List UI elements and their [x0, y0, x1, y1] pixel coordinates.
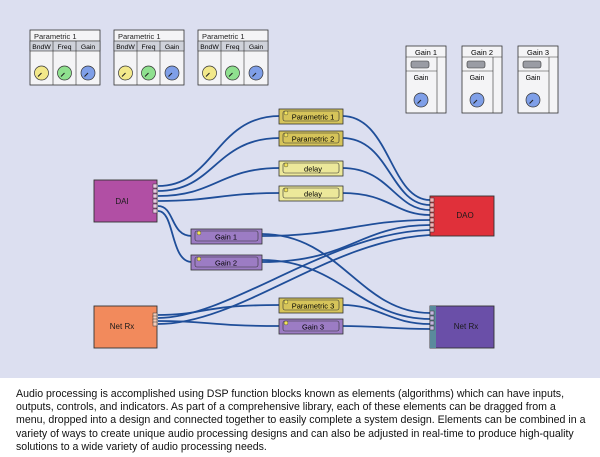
gain-1-element[interactable]: Gain 1 [190, 228, 263, 245]
control-label: Gain [81, 44, 96, 51]
indicator-icon [283, 187, 289, 193]
green-knob-icon[interactable] [225, 65, 240, 81]
green-knob-icon[interactable] [57, 65, 72, 81]
output-pins [152, 312, 158, 327]
wire [261, 259, 431, 320]
control-label: BndW [200, 44, 219, 51]
indicator-icon [283, 132, 289, 138]
parametric-panel[interactable]: Parametric 1 BndW Freq Gain [197, 29, 269, 86]
parametric-2-element[interactable]: Parametric 2 [278, 130, 344, 147]
parametric-panel-title: Parametric 1 [202, 32, 245, 41]
control-label: Freq [226, 44, 240, 51]
wire [157, 234, 431, 325]
parametric-1-element[interactable]: Parametric 1 [278, 108, 344, 125]
design-canvas[interactable]: Parametric 1 BndW Freq Gain Parametric 1… [0, 0, 600, 378]
blue-knob-icon[interactable] [248, 65, 264, 81]
net-rx-output-block[interactable]: Net Rx [429, 305, 495, 349]
yellow-knob-icon[interactable] [34, 65, 49, 81]
wire [341, 115, 431, 201]
mute-button[interactable] [522, 60, 542, 69]
parametric-panel-title: Parametric 1 [34, 32, 77, 41]
delay-2-element[interactable]: delay [278, 185, 344, 202]
gain-panel[interactable]: Gain 1 Gain [405, 45, 447, 114]
gain-panel[interactable]: Gain 3 Gain [517, 45, 559, 114]
blue-knob-icon[interactable] [469, 92, 485, 108]
indicator-icon [283, 110, 289, 116]
control-label: Freq [142, 44, 156, 51]
parametric-panel-title: Parametric 1 [118, 32, 161, 41]
wire [261, 233, 431, 314]
element-label: delay [304, 165, 322, 174]
gain-panel-title: Gain 1 [415, 48, 437, 57]
blue-knob-icon[interactable] [80, 65, 96, 81]
wire [157, 137, 281, 192]
element-label: Gain 3 [302, 323, 324, 332]
control-label: BndW [116, 44, 135, 51]
mute-button[interactable] [410, 60, 430, 69]
wire [157, 205, 193, 237]
dai-label: DAI [115, 197, 128, 206]
wire [157, 229, 431, 319]
element-label: Parametric 1 [292, 113, 335, 122]
wire [261, 219, 431, 237]
green-knob-icon[interactable] [141, 65, 156, 81]
signal-wires [157, 115, 431, 330]
indicator-icon [283, 299, 289, 305]
wire [157, 192, 281, 202]
wire [341, 304, 431, 325]
description-caption: Audio processing is accomplished using D… [16, 388, 586, 453]
element-label: Gain 2 [215, 259, 237, 268]
dao-block[interactable]: DAO [429, 195, 495, 237]
gain-panel-title: Gain 2 [471, 48, 493, 57]
parametric-panel[interactable]: Parametric 1 BndW Freq Gain [29, 29, 101, 86]
gain-label: Gain [526, 75, 541, 82]
input-pins [429, 197, 435, 233]
output-pins [152, 183, 158, 214]
input-pins [429, 310, 435, 331]
wire [157, 320, 281, 327]
mute-button[interactable] [466, 60, 486, 69]
control-label: Freq [58, 44, 72, 51]
gain-panel-title: Gain 3 [527, 48, 549, 57]
net-rx-input-label: Net Rx [110, 322, 134, 331]
control-label: BndW [32, 44, 51, 51]
indicator-icon [283, 162, 289, 168]
wire [157, 304, 281, 316]
wire [341, 325, 431, 330]
element-label: delay [304, 190, 322, 199]
gain-label: Gain [470, 75, 485, 82]
element-label: Parametric 3 [292, 302, 335, 311]
element-label: Gain 1 [215, 233, 237, 242]
delay-1-element[interactable]: delay [278, 160, 344, 177]
yellow-knob-icon[interactable] [118, 65, 133, 81]
indicator-icon [196, 230, 202, 236]
wire [261, 224, 431, 263]
gain-2-element[interactable]: Gain 2 [190, 254, 263, 271]
dao-label: DAO [456, 211, 473, 220]
net-rx-input-block[interactable]: Net Rx [93, 305, 158, 349]
dai-block[interactable]: DAI [93, 179, 158, 223]
element-label: Parametric 2 [292, 135, 335, 144]
wire [341, 137, 431, 206]
gain-panel[interactable]: Gain 2 Gain [461, 45, 503, 114]
gain-label: Gain [414, 75, 429, 82]
blue-knob-icon[interactable] [525, 92, 541, 108]
indicator-icon [196, 256, 202, 262]
wire [341, 167, 431, 211]
control-label: Gain [249, 44, 264, 51]
blue-knob-icon[interactable] [164, 65, 180, 81]
parametric-3-element[interactable]: Parametric 3 [278, 297, 344, 314]
wire [157, 210, 193, 263]
wire [157, 115, 281, 187]
signal-flow-diagram: Parametric 1 BndW Freq Gain Parametric 1… [29, 29, 559, 349]
control-label: Gain [165, 44, 180, 51]
net-rx-output-label: Net Rx [454, 322, 478, 331]
parametric-panel[interactable]: Parametric 1 BndW Freq Gain [113, 29, 185, 86]
gain-3-element[interactable]: Gain 3 [278, 318, 344, 335]
wire [157, 167, 281, 197]
blue-knob-icon[interactable] [413, 92, 429, 108]
indicator-icon [283, 320, 289, 326]
wire [341, 192, 431, 216]
yellow-knob-icon[interactable] [202, 65, 217, 81]
